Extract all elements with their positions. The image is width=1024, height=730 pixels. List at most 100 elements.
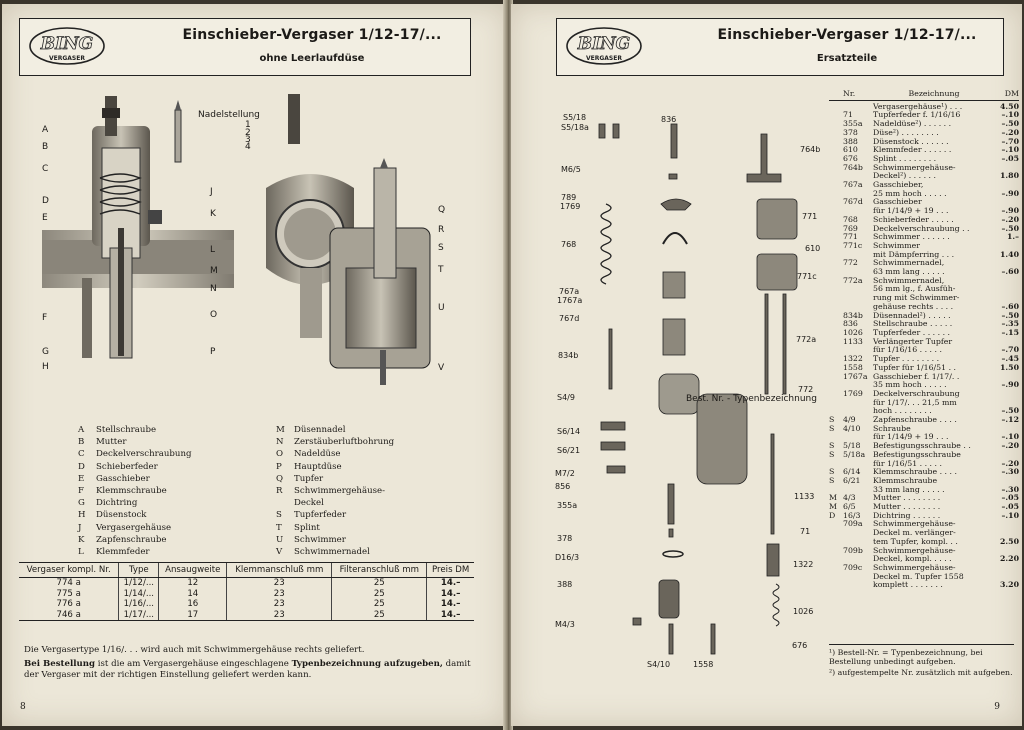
part-prefix xyxy=(829,547,843,556)
table-header: Klemmanschluß mm xyxy=(226,562,332,578)
table-cell: 23 xyxy=(226,577,332,589)
legend-value: Düsenstock xyxy=(96,510,147,521)
part-price: –.20 xyxy=(1001,214,1019,224)
parts-row: 63 mm lang . . . . .–.60 xyxy=(829,267,1019,277)
part-description: 56 mm lg., f. Ausfüh- xyxy=(873,284,956,294)
part-number: 768 xyxy=(843,214,858,224)
part-prefix xyxy=(829,129,843,138)
part-prefix xyxy=(829,198,843,207)
part-number: 1026 xyxy=(843,327,863,337)
carburetor-cross-section xyxy=(42,94,431,385)
legend-key: E xyxy=(78,473,85,484)
part-prefix xyxy=(829,285,843,294)
part-number: 1767a xyxy=(843,371,868,381)
bing-logo: BING VERGASER xyxy=(566,27,642,65)
part-label: 834b xyxy=(558,351,579,360)
parts-row: gehäuse rechts . . . .–.60 xyxy=(829,302,1019,312)
legend-value: Düsennadel xyxy=(294,425,346,435)
legend-value: Klemmfeder xyxy=(96,547,150,558)
part-description: für 1/17/. . . 21,5 mm xyxy=(873,397,957,407)
table-cell: 1/12/... xyxy=(118,577,159,589)
right-header: BING VERGASER Einschieber-Vergaser 1/12-… xyxy=(556,18,1004,76)
part-number: 4/10 xyxy=(843,423,861,433)
part-prefix: S xyxy=(829,449,835,459)
needle-pos-4: 4 xyxy=(245,142,251,152)
legend-key: D xyxy=(78,461,85,472)
part-prefix xyxy=(829,207,843,216)
part-description: Deckelverschraubung . . xyxy=(873,223,970,233)
part-prefix xyxy=(829,164,843,173)
part-description: Deckel, kompl. . . . . xyxy=(873,554,952,564)
legend-key: G xyxy=(78,498,85,509)
part-description: 35 mm hoch . . . . . xyxy=(873,380,947,390)
legend-key: H xyxy=(78,510,86,521)
callout-D: D xyxy=(42,196,49,206)
part-number: 16/3 xyxy=(843,510,861,520)
part-price: –.20 xyxy=(1001,458,1019,468)
legend-value: Deckelverschraubung xyxy=(96,449,192,460)
legend-value: Vergasergehäuse xyxy=(96,522,172,533)
part-description: für 1/14/9 + 19 . . . xyxy=(873,432,949,442)
legend-value: Dichtring xyxy=(96,498,138,509)
callout-E: E xyxy=(42,213,48,223)
part-label: 1769 xyxy=(560,202,581,211)
part-number xyxy=(843,399,873,408)
part-number: 71 xyxy=(843,110,853,120)
part-number: 6/5 xyxy=(843,502,856,512)
part-description: Zapfenschraube . . . . xyxy=(873,415,957,425)
part-number: 378 xyxy=(843,127,858,137)
table-cell: 23 xyxy=(226,588,332,599)
table-cell: 16 xyxy=(158,599,227,610)
callout-H: H xyxy=(42,362,49,372)
table-cell: 14.– xyxy=(426,588,474,599)
part-prefix xyxy=(829,346,843,355)
part-prefix xyxy=(829,564,843,573)
part-label: 676 xyxy=(792,641,808,650)
part-prefix xyxy=(829,259,843,268)
part-label: 1133 xyxy=(794,492,815,501)
footnote-1: ¹) Bestell-Nr. = Typenbezeichnung, bei B… xyxy=(829,648,983,666)
table-header: Ansaugweite xyxy=(158,562,227,578)
part-price xyxy=(995,520,1019,529)
part-description: Düse²) . . . . . . . . xyxy=(873,127,939,137)
part-price xyxy=(995,564,1019,573)
part-label: 789 xyxy=(561,193,577,202)
part-number: 610 xyxy=(843,145,858,155)
legend-value: Schwimmer xyxy=(294,534,346,545)
part-label: 610 xyxy=(805,244,821,253)
part-label: 836 xyxy=(661,115,677,124)
logo-text: BING xyxy=(577,34,630,54)
legend-value: Schieberfeder xyxy=(96,461,158,472)
part-number: 767a xyxy=(843,180,863,190)
part-prefix: S xyxy=(829,467,835,477)
part-prefix xyxy=(829,138,843,147)
parts-row: Deckel m. verlänger- xyxy=(829,528,1019,538)
parts-header-bez: Bezeichnung xyxy=(908,89,960,98)
part-label: S6/14 xyxy=(557,427,581,436)
part-number: 5/18 xyxy=(843,441,861,451)
right-page: BING VERGASER Einschieber-Vergaser 1/12-… xyxy=(511,4,1022,726)
part-label: M4/3 xyxy=(555,620,575,629)
callout-F: F xyxy=(42,313,48,323)
part-prefix xyxy=(829,225,843,234)
parts-row: Deckel m. Tupfer 1558 xyxy=(829,572,1019,582)
page-subtitle: ohne Leerlaufdüse xyxy=(259,53,365,64)
legend-value: Tupferfeder xyxy=(294,510,347,521)
legend-value: Tupfer xyxy=(294,473,324,484)
part-price: –.45 xyxy=(1001,354,1019,364)
part-description: Vergasergehäuse¹) . . . xyxy=(873,101,963,111)
part-number: 772 xyxy=(843,258,858,268)
part-description: Gasschieber f. 1/17/. . xyxy=(873,371,960,381)
part-label: D16/3 xyxy=(555,553,580,562)
